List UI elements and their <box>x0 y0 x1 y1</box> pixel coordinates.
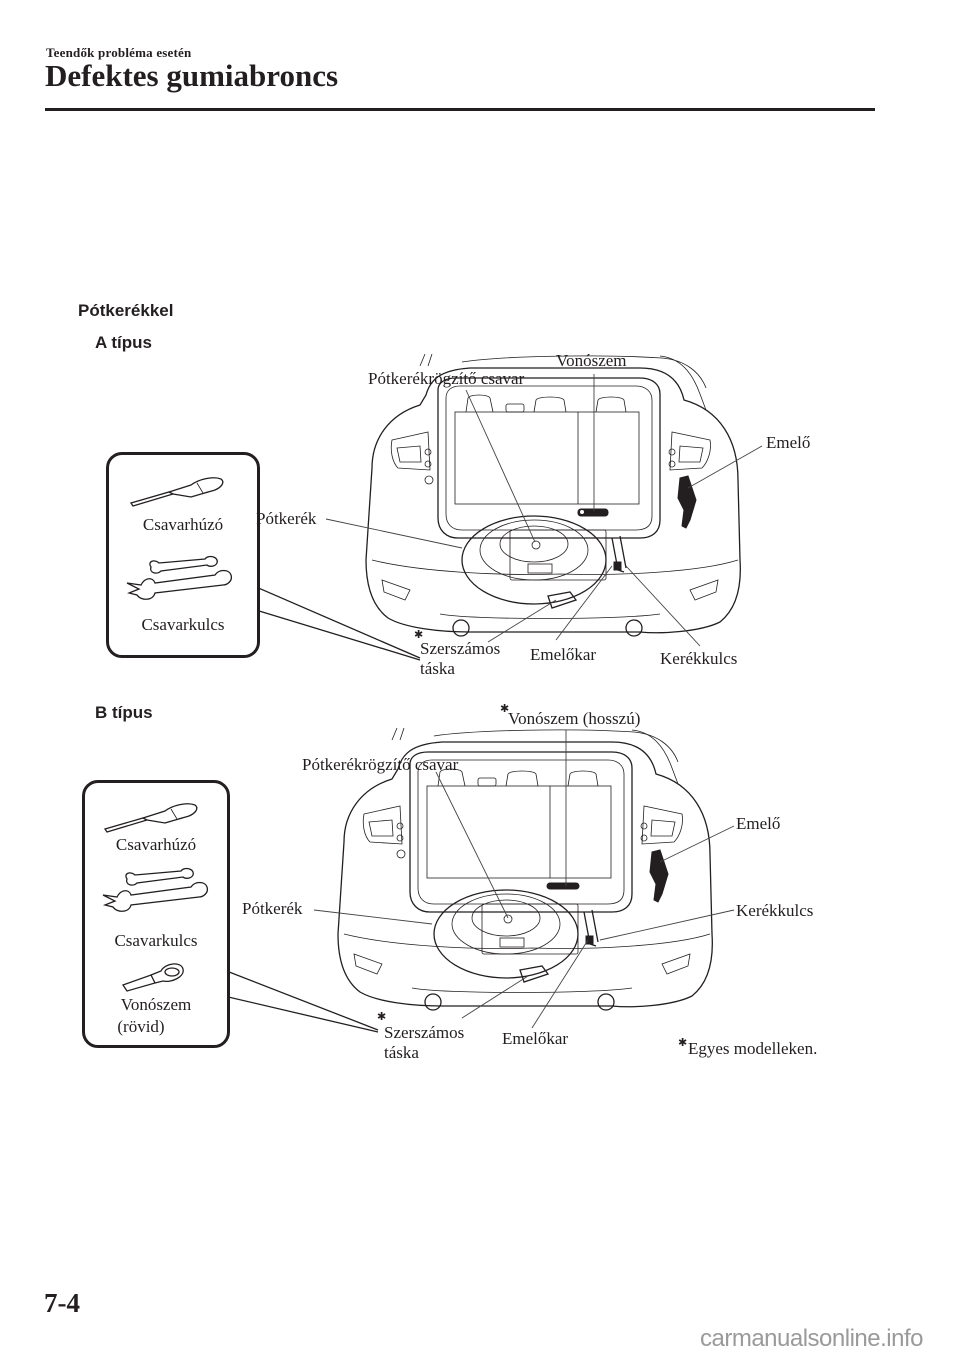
callout-tool-bag-line1: Szerszámos <box>420 639 501 658</box>
tool-bag-drawing <box>547 591 578 609</box>
spare-tire-drawing <box>461 515 607 605</box>
callout-jack-b: Emelő <box>736 814 781 833</box>
callout-spare-tire: Pótkerék <box>256 509 317 528</box>
callout-spare-tire-bolt-b: Pótkerékrögzítő csavar <box>302 755 459 774</box>
tow-hook-drawing <box>577 508 609 517</box>
tow-hook-icon <box>121 963 184 992</box>
callout-jack: Emelő <box>766 433 811 452</box>
page-number: 7-4 <box>44 1288 80 1318</box>
callout-tool-bag-line2: táska <box>420 659 455 678</box>
callout-jack-handle: Emelőkar <box>530 645 597 664</box>
toolbox-b-screwdriver-label: Csavarhúzó <box>115 835 197 854</box>
type-b-heading: B típus <box>95 703 153 722</box>
tool-bag-drawing-b <box>519 965 550 983</box>
section-header: Teendők probléma esetén <box>46 45 192 60</box>
car-body-outline <box>365 353 741 637</box>
page-title: Defektes gumiabroncs <box>45 58 339 93</box>
wrench-icon <box>126 555 233 600</box>
callout-spare-tire-b: Pótkerék <box>242 899 303 918</box>
toolbox-b-wrench-label: Csavarkulcs <box>114 931 198 950</box>
toolbox-a: Csavarhúzó Csavarkulcs <box>106 452 260 658</box>
jack-drawing-b <box>649 849 669 903</box>
screwdriver-icon <box>129 477 224 507</box>
callout-tow-hook: Vonószem <box>556 351 627 370</box>
lug-wrench-drawing <box>611 535 627 573</box>
tow-hook-long-drawing <box>546 882 580 890</box>
callout-lug-wrench: Kerékkulcs <box>660 649 738 668</box>
toolbox-a-wrench-label: Csavarkulcs <box>141 615 225 634</box>
screwdriver-icon <box>103 803 198 833</box>
callout-spare-tire-bolt: Pótkerékrögzítő csavar <box>368 369 525 388</box>
watermark: carmanualsonline.info <box>700 1325 923 1352</box>
footnote-text: Egyes modelleken. <box>688 1039 818 1058</box>
type-a-heading: A típus <box>95 333 152 352</box>
callout-jack-handle-b: Emelőkar <box>502 1029 569 1048</box>
footnote-marker: ✱ <box>678 1036 688 1049</box>
toolbox-a-screwdriver-label: Csavarhúzó <box>142 515 224 534</box>
callout-lug-wrench-b: Kerékkulcs <box>736 901 814 920</box>
toolbox-b-tow-hook-label: Vonószem <box>120 995 192 1014</box>
footnote-marker: ✱ <box>500 702 510 715</box>
footnote-marker: ✱ <box>414 628 424 641</box>
toolbox-b: Csavarhúzó Csavarkulcs Vonószem (rövid) <box>82 780 230 1048</box>
callout-tool-bag-b-line1: Szerszámos <box>384 1023 465 1042</box>
callout-tool-bag-b-line2: táska <box>384 1043 419 1062</box>
callout-tow-hook-long: Vonószem (hosszú) <box>508 709 641 728</box>
title-divider <box>45 108 875 111</box>
toolbox-b-tow-hook-label2: (rövid) <box>117 1017 165 1036</box>
spare-tire-heading: Pótkerékkel <box>78 301 174 320</box>
wrench-icon <box>102 867 209 912</box>
lug-wrench-drawing-b <box>583 909 599 947</box>
jack-drawing <box>677 475 697 529</box>
footnote-marker: ✱ <box>377 1010 387 1023</box>
